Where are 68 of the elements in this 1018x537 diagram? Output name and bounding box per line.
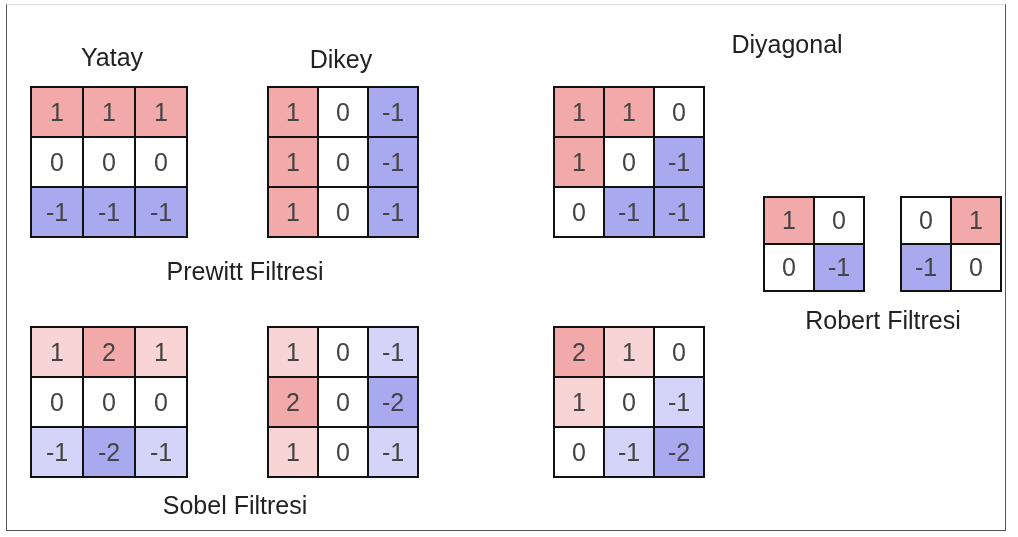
matrix-cell: 1: [269, 88, 317, 136]
matrix-cell: 1: [952, 198, 1000, 243]
matrix-cell: -2: [655, 428, 703, 476]
matrix-cell: -1: [369, 88, 417, 136]
matrix-cell: 0: [655, 328, 703, 376]
matrix-cell: 0: [32, 378, 82, 426]
matrix-cell: 0: [902, 198, 950, 243]
matrix-cell: 1: [32, 88, 82, 136]
matrix-cell: -1: [369, 328, 417, 376]
matrix-cell: -1: [32, 428, 82, 476]
matrix-cell: 1: [269, 188, 317, 236]
matrix-cell: -1: [815, 245, 863, 290]
matrix-cell: 0: [319, 378, 367, 426]
filter-heading: Robert Filtresi: [805, 306, 961, 335]
matrix-cell: 0: [136, 378, 186, 426]
filter-heading: Yatay: [80, 43, 144, 72]
matrix-cell: -2: [84, 428, 134, 476]
matrix-cell: 0: [319, 328, 367, 376]
matrix-cell: -1: [369, 138, 417, 186]
filter-heading: Prewitt Filtresi: [166, 257, 324, 286]
filter-heading: Dikey: [309, 45, 373, 74]
matrix-cell: -1: [902, 245, 950, 290]
matrix-cell: 2: [269, 378, 317, 426]
matrix-cell: 1: [269, 428, 317, 476]
matrix-cell: -1: [32, 188, 82, 236]
matrix-cell: 0: [952, 245, 1000, 290]
matrix-cell: 1: [555, 88, 603, 136]
matrix-cell: 1: [605, 88, 653, 136]
matrix-cell: 1: [84, 88, 134, 136]
matrix-cell: -1: [369, 428, 417, 476]
matrix-cell: 1: [765, 198, 813, 243]
matrix-cell: 1: [605, 328, 653, 376]
matrix-cell: 1: [269, 328, 317, 376]
matrix-cell: -1: [136, 428, 186, 476]
matrix-cell: 0: [605, 378, 653, 426]
matrix-cell: -1: [605, 428, 653, 476]
matrix-cell: -1: [655, 378, 703, 426]
matrix-cell: 2: [84, 328, 134, 376]
matrix-cell: -1: [605, 188, 653, 236]
matrix-cell: -1: [655, 188, 703, 236]
matrix-cell: -1: [84, 188, 134, 236]
matrix-cell: 1: [136, 88, 186, 136]
matrix-cell: -1: [136, 188, 186, 236]
matrix-cell: 1: [555, 138, 603, 186]
matrix-cell: 0: [319, 138, 367, 186]
matrix-cell: 0: [555, 428, 603, 476]
matrix-cell: 0: [765, 245, 813, 290]
matrix-cell: 2: [555, 328, 603, 376]
matrix-cell: 0: [319, 428, 367, 476]
matrix-cell: 0: [555, 188, 603, 236]
matrix-cell: 0: [605, 138, 653, 186]
filter-heading: Diyagonal: [731, 30, 843, 59]
matrix-cell: 1: [32, 328, 82, 376]
matrix-cell: 0: [655, 88, 703, 136]
matrix-cell: 1: [269, 138, 317, 186]
matrix-cell: 0: [84, 378, 134, 426]
matrix-cell: 0: [319, 188, 367, 236]
matrix-cell: 0: [136, 138, 186, 186]
matrix-cell: -2: [369, 378, 417, 426]
matrix-cell: 1: [136, 328, 186, 376]
matrix-cell: -1: [369, 188, 417, 236]
matrix-cell: 0: [84, 138, 134, 186]
matrix-cell: 1: [555, 378, 603, 426]
matrix-cell: 0: [319, 88, 367, 136]
matrix-cell: -1: [655, 138, 703, 186]
filter-heading: Sobel Filtresi: [162, 491, 308, 520]
matrix-cell: 0: [815, 198, 863, 243]
matrix-cell: 0: [32, 138, 82, 186]
